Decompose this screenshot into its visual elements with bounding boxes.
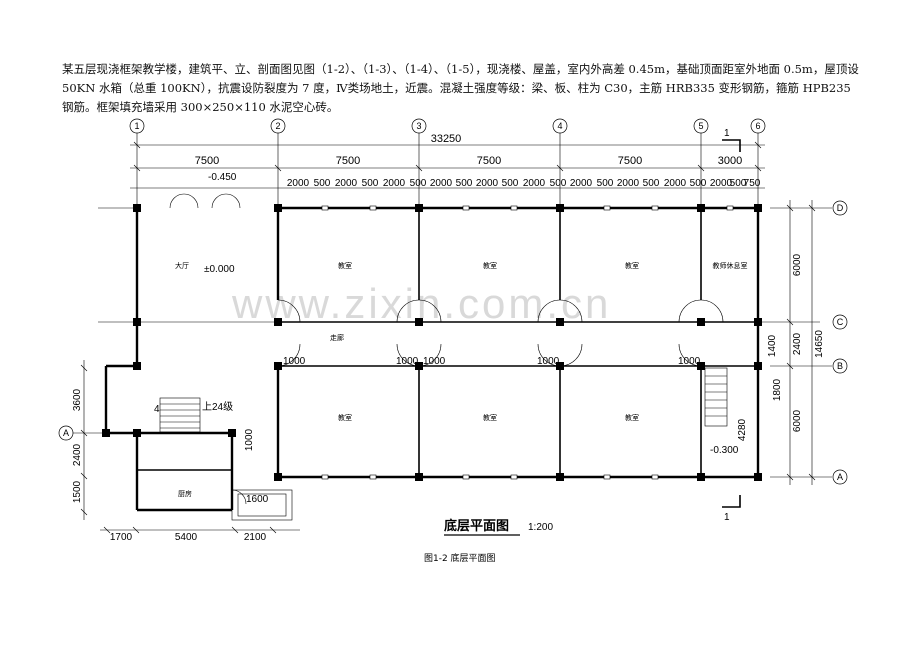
axis-label-3: 3	[416, 121, 421, 131]
window-dim: 500	[362, 178, 379, 189]
bay-dim-2: 7500	[336, 155, 360, 167]
window-dim: 2000	[523, 178, 546, 189]
window-dim: 500	[410, 178, 427, 189]
window-dim: 500	[550, 178, 567, 189]
axis-label-4: 4	[557, 121, 562, 131]
window-dim: 2000	[430, 178, 453, 189]
axis-label-b: B	[837, 361, 843, 371]
window-dim: 2000	[664, 178, 687, 189]
room-kitchen: 厨房	[178, 489, 192, 498]
windows-top	[321, 205, 734, 480]
columns	[102, 204, 762, 481]
interior-walls	[137, 208, 758, 477]
misc-label-4: 4	[154, 404, 160, 415]
misc-label-1600: 1600	[246, 494, 269, 505]
entrance-steps	[231, 489, 293, 521]
room-office: 教师休息室	[713, 261, 748, 270]
bottom-dim-3: 2100	[244, 532, 267, 543]
bottom-dim-2: 5400	[175, 532, 198, 543]
axis-label-6: 6	[755, 121, 760, 131]
figure-caption: 图1-2 底层平面图	[424, 552, 496, 564]
left-dim-3: 1500	[72, 480, 83, 503]
stair-right	[704, 367, 728, 427]
level-stair-left: 上24级	[202, 401, 233, 413]
room-classroom-4: 教室	[338, 413, 352, 422]
room-hall: 大厅	[175, 261, 189, 270]
axis-label-left-a: A	[63, 428, 69, 438]
door-label: 1000	[537, 356, 560, 367]
bay-dim-4: 7500	[618, 155, 642, 167]
axis-label-1: 1	[134, 121, 139, 131]
section-mark-bottom: 1	[724, 512, 730, 523]
top-dimension-lines	[130, 141, 765, 189]
right-dim-3: 6000	[792, 409, 803, 432]
left-dim-1: 3600	[72, 388, 83, 411]
axis-bubbles	[58, 118, 848, 485]
section-mark-top: 1	[724, 128, 730, 139]
room-classroom-6: 教室	[625, 413, 639, 422]
window-dim: 2000	[476, 178, 499, 189]
room-classroom-3: 教室	[625, 261, 639, 270]
window-dim: 500	[730, 178, 747, 189]
door-label: 1000	[423, 356, 446, 367]
misc-label-1400: 1400	[767, 334, 778, 357]
window-dim: 500	[597, 178, 614, 189]
plan-scale: 1:200	[528, 522, 553, 533]
axis-label-a: A	[837, 472, 843, 482]
axis-label-c: C	[837, 317, 844, 327]
window-dim-row: 2000 500 2000 500 2000 500 2000 500 2000…	[287, 178, 761, 189]
exterior-walls	[104, 206, 760, 512]
window-dim: 750	[744, 178, 761, 189]
window-dim: 2000	[710, 178, 733, 189]
door-label: 1000	[283, 356, 306, 367]
right-total: 14650	[814, 330, 825, 358]
misc-label-1000: 1000	[244, 428, 255, 451]
misc-label-1800: 1800	[772, 378, 783, 401]
window-dim: 500	[643, 178, 660, 189]
window-dim: 500	[314, 178, 331, 189]
room-classroom-2: 教室	[483, 261, 497, 270]
bay-dim-1: 7500	[195, 155, 219, 167]
right-dim-1: 6000	[792, 253, 803, 276]
axis-label-d: D	[837, 203, 844, 213]
stair-left	[159, 397, 201, 433]
intro-text: 某五层现浇框架教学楼，建筑平、立、剖面图见图（1-2）、（1-3）、（1-4）、…	[62, 62, 859, 114]
window-dim: 2000	[383, 178, 406, 189]
plan-title: 底层平面图	[444, 518, 509, 534]
window-dim: 2000	[617, 178, 640, 189]
window-dim: 500	[502, 178, 519, 189]
level-outdoor: -0.450	[208, 172, 237, 183]
misc-label-4280: 4280	[737, 418, 748, 441]
door-label: 1000	[396, 356, 419, 367]
right-dim-2: 2400	[792, 332, 803, 355]
section-marks	[722, 139, 741, 508]
room-classroom-5: 教室	[483, 413, 497, 422]
window-dim: 2000	[570, 178, 593, 189]
window-dim: 500	[456, 178, 473, 189]
bottom-dim-1: 1700	[110, 532, 133, 543]
bay-dim-5: 3000	[718, 155, 742, 167]
room-corridor: 走廊	[330, 333, 344, 342]
door-label: 1000	[678, 356, 701, 367]
bay-dim-3: 7500	[477, 155, 501, 167]
room-classroom-1: 教室	[338, 261, 352, 270]
overall-width: 33250	[431, 133, 462, 145]
level-hall: ±0.000	[204, 264, 235, 275]
doors	[169, 193, 724, 505]
left-dimension-lines	[80, 360, 300, 534]
window-dim: 2000	[287, 178, 310, 189]
level-stair-right: -0.300	[710, 445, 739, 456]
axis-label-2: 2	[275, 121, 280, 131]
right-dimension-lines	[786, 200, 816, 485]
window-dim: 2000	[335, 178, 358, 189]
axis-label-5: 5	[698, 121, 703, 131]
window-dim: 500	[690, 178, 707, 189]
left-dim-2: 2400	[72, 443, 83, 466]
